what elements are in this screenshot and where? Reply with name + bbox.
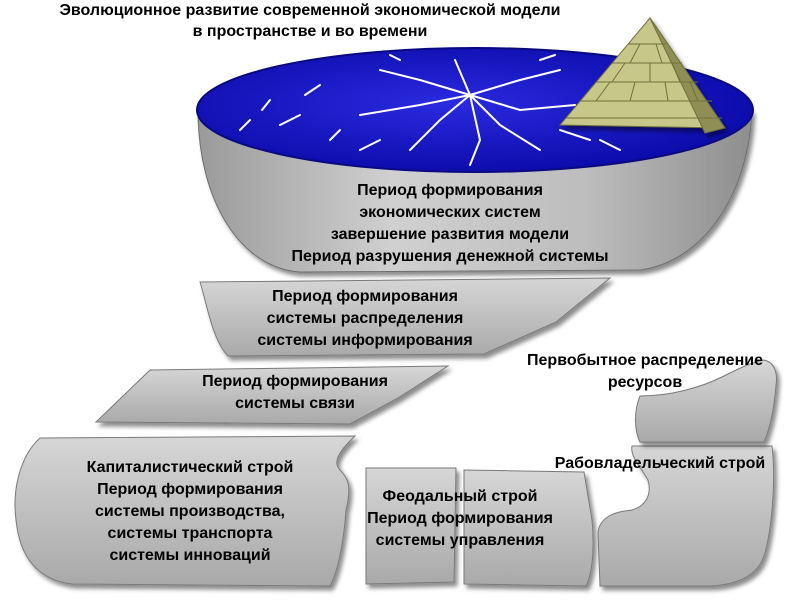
pyramid-icon: [558, 17, 726, 134]
label-communication: Период формирования системы связи: [160, 371, 430, 415]
label-line: системы управления: [375, 532, 545, 549]
slab-distribution: [199, 277, 612, 357]
label-line: системы связи: [235, 395, 355, 412]
label-line: Период формирования: [97, 481, 283, 498]
label-line: системы инноваций: [109, 547, 271, 564]
label-line: Период разрушения денежной системы: [291, 248, 609, 265]
label-line: Период формирования: [367, 510, 553, 527]
label-line: Период формирования: [357, 182, 543, 199]
slab-slave: [597, 445, 775, 587]
label-line: системы распределения: [266, 310, 464, 327]
label-line: ресурсов: [607, 374, 683, 391]
network-lines: [239, 54, 681, 166]
label-primitive: Первобытное распределение ресурсов: [490, 350, 800, 394]
label-slave: Рабовладельческий строй: [520, 453, 800, 475]
title-line: в пространстве и во времени: [192, 23, 428, 40]
slab-communication: [94, 365, 450, 425]
label-line: системы информирования: [257, 332, 473, 349]
label-line: экономических систем: [359, 204, 541, 221]
label-line: Период формирования: [272, 288, 458, 305]
label-line: Период формирования: [202, 373, 388, 390]
label-top-stage: Период формирования экономических систем…: [250, 180, 650, 268]
title-line: Эволюционное развитие современной эконом…: [59, 2, 561, 19]
slab-capitalist: [14, 435, 357, 587]
label-capitalist: Капиталистический строй Период формирова…: [40, 457, 340, 567]
slab-feudal-left: [365, 467, 457, 585]
diagram-title: Эволюционное развитие современной эконом…: [0, 0, 620, 42]
label-distribution: Период формирования системы распределени…: [200, 286, 530, 352]
slab-primitive: [635, 359, 777, 443]
slab-feudal-right: [463, 469, 594, 587]
label-line: Капиталистический строй: [86, 459, 294, 476]
label-line: Первобытное распределение: [527, 352, 763, 369]
label-line: системы транспорта: [107, 525, 273, 542]
label-line: системы производства,: [95, 503, 285, 520]
label-line: Рабовладельческий строй: [554, 455, 766, 472]
label-line: завершение развития модели: [330, 226, 570, 243]
label-line: Феодальный строй: [382, 488, 538, 505]
label-feudal: Феодальный строй Период формирования сис…: [340, 486, 580, 552]
